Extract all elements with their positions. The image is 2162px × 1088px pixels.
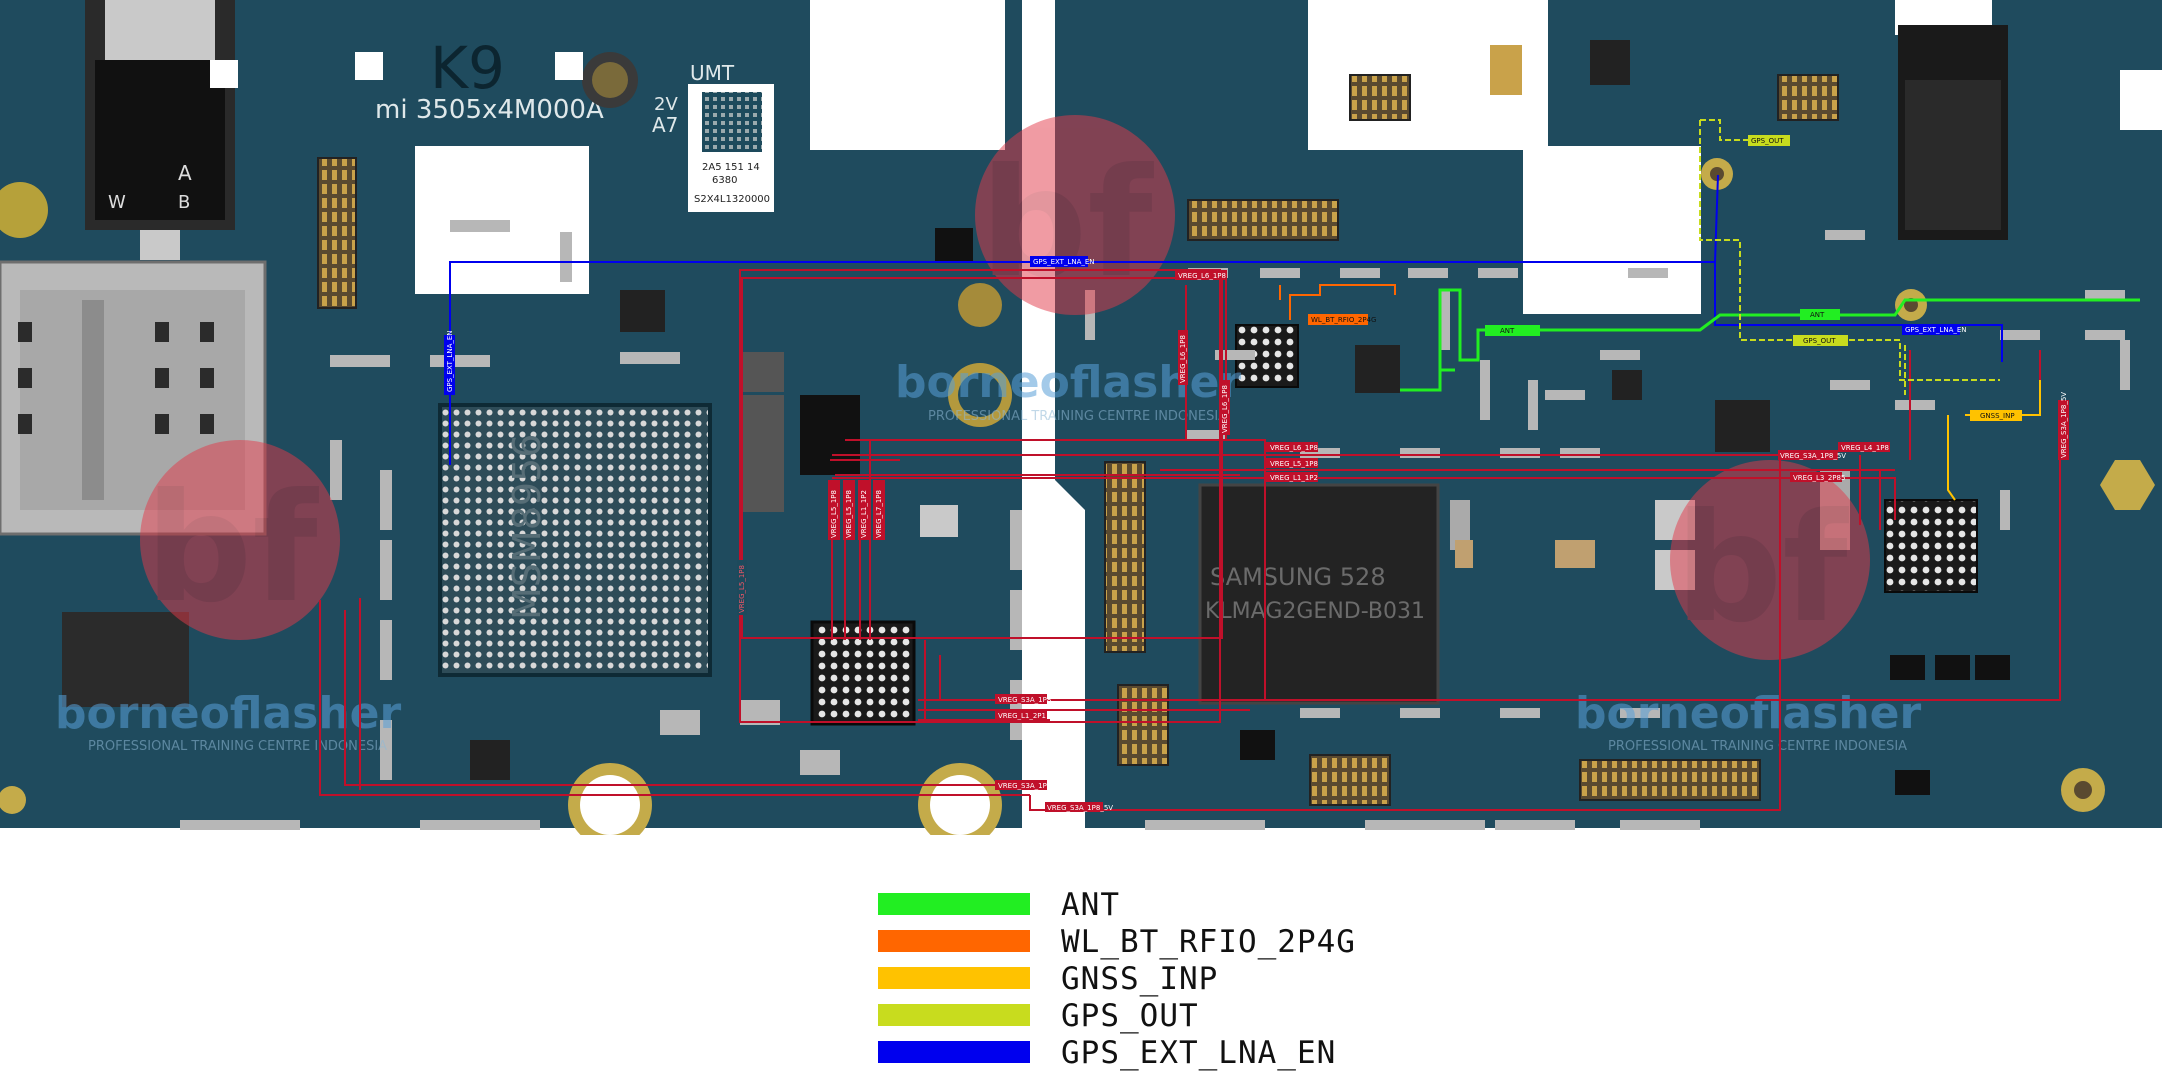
legend-item-wl-bt-rfio: WL_BT_RFIO_2P4G: [878, 925, 1478, 962]
cpu-soc: MSM8956: [438, 403, 712, 677]
legend-swatch-gps-ext-lna-en: [878, 1041, 1030, 1063]
svg-text:VREG_L4_1P8: VREG_L4_1P8: [1841, 444, 1889, 452]
svg-text:SAMSUNG 528: SAMSUNG 528: [1210, 563, 1386, 591]
svg-text:VREG_L1_1P2: VREG_L1_1P2: [860, 490, 868, 538]
svg-text:UMT: UMT: [690, 61, 735, 85]
svg-text:PROFESSIONAL TRAINING CENTRE I: PROFESSIONAL TRAINING CENTRE INDONESIA: [928, 409, 1227, 424]
svg-text:VREG_S3A_1P8: VREG_S3A_1P8: [998, 696, 1051, 704]
ant-trace: [1400, 288, 2140, 392]
watermark-brand: borneoflasher PROFESSIONAL TRAINING CENT…: [55, 357, 1921, 754]
svg-text:bf: bf: [980, 137, 1154, 311]
sim-tray: [0, 260, 267, 536]
svg-text:K9: K9: [430, 34, 505, 102]
legend-item-gps-out: GPS_OUT: [878, 999, 1478, 1036]
legend-swatch-wl-bt-rfio: [878, 930, 1030, 952]
svg-text:W: W: [108, 192, 126, 213]
svg-text:GPS_OUT: GPS_OUT: [1751, 137, 1784, 145]
svg-text:2A5 151 14: 2A5 151 14: [702, 162, 760, 173]
pcb-diagram: A B W K9 mi 3505x4M000A A7 UMT 2V 2A5 15…: [0, 0, 2162, 835]
svg-text:ANT: ANT: [1810, 311, 1825, 319]
svg-text:MSM8956: MSM8956: [505, 434, 549, 620]
svg-text:A: A: [178, 161, 192, 185]
svg-text:VREG_L1_2P1: VREG_L1_2P1: [998, 712, 1046, 720]
legend-label-gnss-inp: GNSS_INP: [1061, 961, 1219, 997]
svg-text:VREG_L6_1P8: VREG_L6_1P8: [1179, 335, 1187, 383]
audio-jack: A B W: [85, 0, 235, 260]
svg-text:borneoflasher: borneoflasher: [55, 688, 401, 739]
svg-text:VREG_L5_1P8: VREG_L5_1P8: [1270, 460, 1318, 468]
svg-text:GPS_EXT_LNA_EN: GPS_EXT_LNA_EN: [1905, 326, 1967, 334]
flash-memory-chip: SAMSUNG 528 KLMAG2GEND-B031: [1198, 483, 1440, 705]
legend-label-gps-ext-lna-en: GPS_EXT_LNA_EN: [1061, 1035, 1337, 1071]
svg-text:KLMAG2GEND-B031: KLMAG2GEND-B031: [1205, 599, 1425, 624]
svg-text:6380: 6380: [712, 175, 737, 186]
svg-text:ANT: ANT: [1500, 327, 1515, 335]
legend-swatch-ant: [878, 893, 1030, 915]
power-traces: [319, 269, 2061, 811]
net-legend: ANT WL_BT_RFIO_2P4G GNSS_INP GPS_OUT GPS…: [878, 888, 1478, 1073]
svg-text:mi 3505x4M000A: mi 3505x4M000A: [375, 95, 604, 125]
svg-text:VREG_L3_2P85: VREG_L3_2P85: [1793, 474, 1845, 482]
legend-label-wl-bt-rfio: WL_BT_RFIO_2P4G: [1061, 924, 1356, 960]
watermark-logo: bf bf bf: [140, 115, 1870, 660]
svg-text:bf: bf: [145, 462, 319, 636]
right-audio-jack: [1898, 25, 2008, 240]
rf-transceiver-chip: [1884, 499, 1978, 593]
svg-text:A7: A7: [652, 113, 678, 137]
svg-text:VREG_L5_1P8: VREG_L5_1P8: [830, 490, 838, 538]
legend-swatch-gps-out: [878, 1004, 1030, 1026]
svg-text:borneoflasher: borneoflasher: [1575, 688, 1921, 739]
net-label-tags: GPS_OUT GPS_OUT ANT ANT GPS_EXT_LNA_EN G…: [444, 135, 2069, 812]
silkscreen-marks: K9 mi 3505x4M000A A7 UMT 2V: [375, 34, 735, 137]
svg-text:VREG_L1_1P2: VREG_L1_1P2: [1270, 474, 1318, 482]
legend-item-ant: ANT: [878, 888, 1478, 925]
legend-swatch-gnss-inp: [878, 967, 1030, 989]
gps-ext-lna-en-trace: [449, 174, 2003, 465]
gps-out-trace: [1699, 119, 2000, 395]
svg-text:GPS_OUT: GPS_OUT: [1803, 337, 1836, 345]
flex-connector-left: [317, 157, 357, 309]
svg-text:bf: bf: [1675, 482, 1849, 656]
svg-text:VREG_L5_1P8: VREG_L5_1P8: [738, 565, 746, 613]
svg-text:VREG_L6_1P8: VREG_L6_1P8: [1270, 444, 1318, 452]
wl-bt-rfio-trace: [1279, 284, 1396, 320]
svg-text:S2X4L1320000: S2X4L1320000: [694, 194, 770, 205]
svg-text:VREG_S3A_1P8_5V: VREG_S3A_1P8_5V: [1047, 804, 1113, 812]
svg-text:B: B: [178, 192, 190, 213]
svg-text:GNSS_INP: GNSS_INP: [1980, 412, 2015, 420]
legend-item-gnss-inp: GNSS_INP: [878, 962, 1478, 999]
qr-label: 2A5 151 14 6380 S2X4L1320000: [688, 84, 774, 212]
svg-text:VREG_S3A_1P8: VREG_S3A_1P8: [998, 782, 1051, 790]
svg-text:GPS_EXT_LNA_EN: GPS_EXT_LNA_EN: [1033, 258, 1095, 266]
svg-text:WL_BT_RFIO_2P4G: WL_BT_RFIO_2P4G: [1311, 316, 1376, 324]
svg-text:VREG_S3A_1P8_5V: VREG_S3A_1P8_5V: [1780, 452, 1846, 460]
svg-text:VREG_L6_1P8: VREG_L6_1P8: [1178, 272, 1226, 280]
pcb-board-photo: A B W K9 mi 3505x4M000A A7 UMT 2V 2A5 15…: [0, 0, 2162, 835]
svg-text:VREG_L5_1P8: VREG_L5_1P8: [845, 490, 853, 538]
legend-item-gps-ext-lna-en: GPS_EXT_LNA_EN: [878, 1036, 1478, 1073]
svg-text:PROFESSIONAL TRAINING CENTRE I: PROFESSIONAL TRAINING CENTRE INDONESIA: [1608, 739, 1907, 754]
misc-components-left: [0, 52, 1022, 835]
svg-text:borneoflasher: borneoflasher: [895, 357, 1241, 408]
svg-text:GPS_EXT_LNA_EN: GPS_EXT_LNA_EN: [446, 330, 454, 392]
svg-text:VREG_L6_1P8: VREG_L6_1P8: [1221, 385, 1229, 433]
svg-text:VREG_L7_1P8: VREG_L7_1P8: [875, 490, 883, 538]
svg-text:VREG_S3A_1P8_5V: VREG_S3A_1P8_5V: [2060, 392, 2068, 458]
svg-text:2V: 2V: [654, 94, 678, 115]
legend-label-gps-out: GPS_OUT: [1061, 998, 1199, 1034]
flex-connectors-right: [1104, 74, 1839, 806]
svg-text:PROFESSIONAL TRAINING CENTRE I: PROFESSIONAL TRAINING CENTRE INDONESIA: [88, 739, 387, 754]
legend-label-ant: ANT: [1061, 887, 1120, 923]
